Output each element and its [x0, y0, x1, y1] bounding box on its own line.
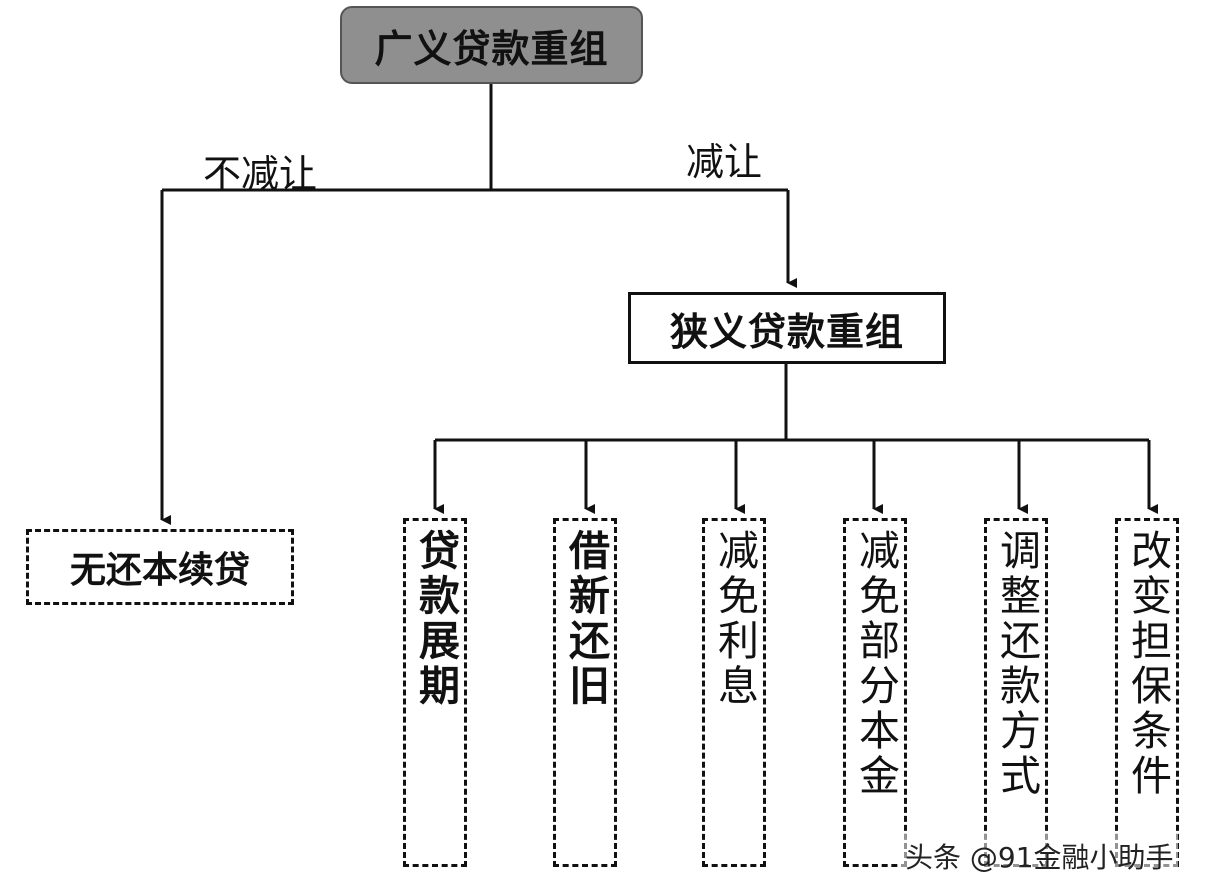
- method-label: 借新还旧: [561, 529, 610, 709]
- narrow-node-label: 狭义贷款重组: [669, 309, 904, 354]
- method-node-loan-extension: 贷款展期: [403, 518, 467, 867]
- method-node-borrow-new-repay-old: 借新还旧: [553, 518, 617, 867]
- no-repay-renewal-node: 无还本续贷: [26, 529, 294, 605]
- method-label: 减免部分本金: [851, 529, 900, 799]
- narrow-restructuring-node: 狭义贷款重组: [628, 292, 946, 364]
- method-node-interest-reduction: 减免利息: [702, 518, 766, 867]
- method-node-principal-reduction: 减免部分本金: [843, 518, 907, 867]
- method-node-guarantee-change: 改变担保条件: [1115, 518, 1179, 867]
- edge-label-no-concession: 不减让: [203, 152, 318, 196]
- no-repay-label: 无还本续贷: [69, 550, 250, 591]
- method-label: 减免利息: [710, 529, 759, 709]
- method-label: 改变担保条件: [1123, 529, 1172, 799]
- watermark-text: 头条 @91金融小助手: [901, 834, 1178, 878]
- root-node-broad-restructuring: 广义贷款重组: [340, 6, 643, 84]
- method-node-repayment-adjustment: 调整还款方式: [984, 518, 1048, 867]
- root-node-label: 广义贷款重组: [374, 26, 609, 71]
- method-label: 贷款展期: [411, 529, 460, 709]
- method-label: 调整还款方式: [992, 529, 1041, 799]
- edge-label-concession: 减让: [686, 140, 763, 184]
